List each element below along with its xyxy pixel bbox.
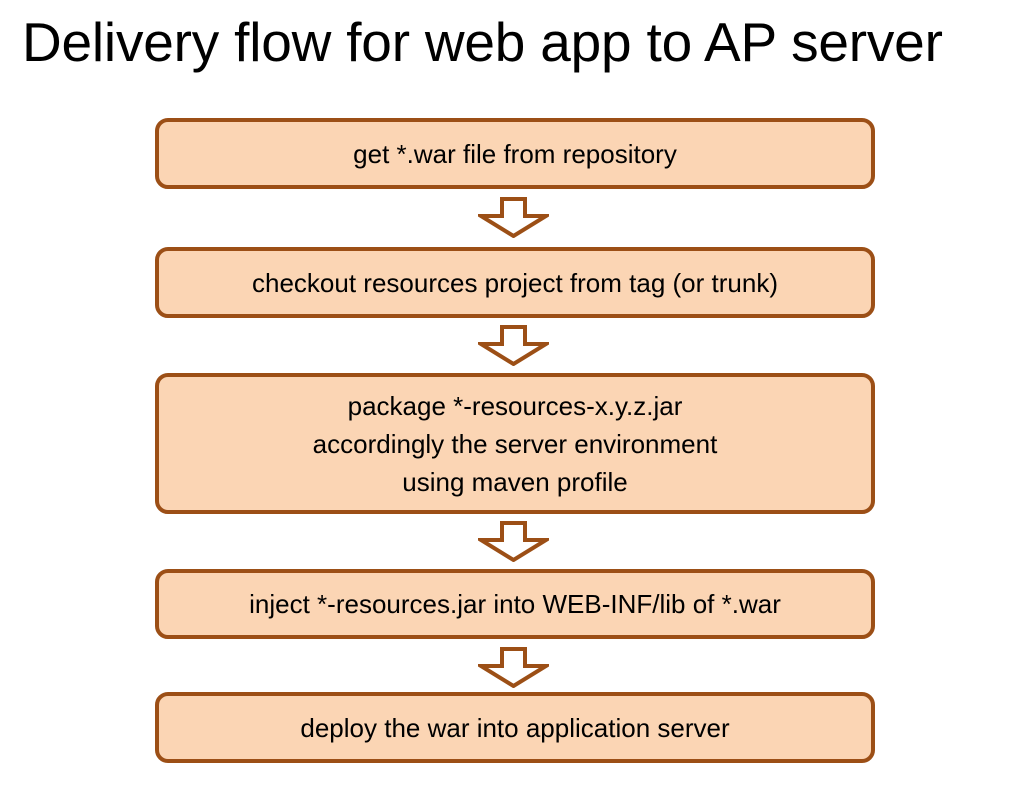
flow-step-4-label: inject *-resources.jar into WEB-INF/lib … — [249, 589, 781, 619]
flow-step-4[interactable]: inject *-resources.jar into WEB-INF/lib … — [155, 569, 875, 639]
down-arrow-icon — [478, 647, 549, 688]
flow-step-1-label: get *.war file from repository — [353, 138, 677, 169]
flow-step-2-label: checkout resources project from tag (or … — [252, 267, 778, 298]
flow-step-3-label: package *-resources-x.y.z.jar accordingl… — [312, 390, 718, 497]
flow-step-3[interactable]: package *-resources-x.y.z.jar accordingl… — [155, 373, 875, 514]
down-arrow-icon — [478, 325, 549, 366]
flow-step-2[interactable]: checkout resources project from tag (or … — [155, 247, 875, 318]
page-title: Delivery flow for web app to AP server — [22, 11, 943, 73]
flow-step-5-label: deploy the war into application server — [300, 712, 730, 743]
down-arrow-icon — [478, 521, 549, 562]
down-arrow-icon — [478, 197, 549, 238]
flow-step-5[interactable]: deploy the war into application server — [155, 692, 875, 763]
flow-step-1[interactable]: get *.war file from repository — [155, 118, 875, 189]
